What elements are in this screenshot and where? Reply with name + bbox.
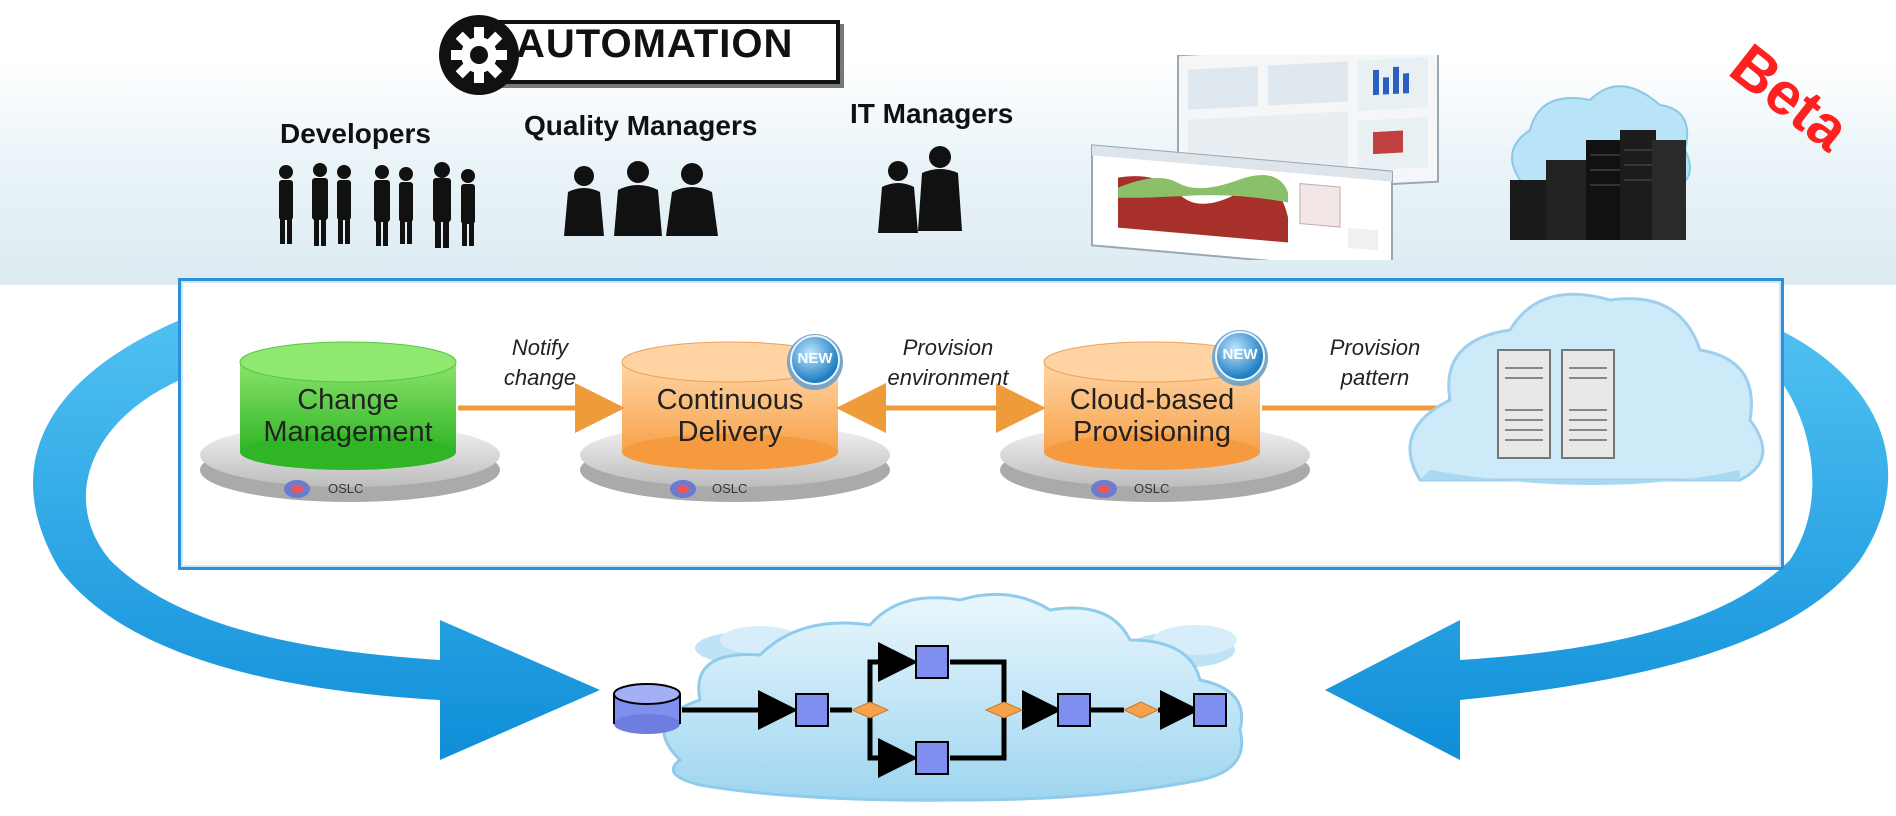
oslc-logo-cloud-provisioning xyxy=(1091,480,1117,498)
cloud-provisioning-cylinder xyxy=(1043,341,1261,470)
developers-silhouettes xyxy=(279,162,475,248)
provision-pattern-label-line1: Provision xyxy=(1329,335,1421,360)
continuous-delivery-label-line1: Continuous xyxy=(656,384,804,416)
it-managers-silhouettes xyxy=(878,146,962,233)
role-quality-managers: Quality Managers xyxy=(524,110,758,141)
new-badge-continuous-delivery xyxy=(787,334,843,390)
workflow-decision-diamond xyxy=(1122,701,1160,719)
change-management-label-line2: Management xyxy=(263,416,433,448)
change-management-label: Change Management xyxy=(240,384,456,448)
oslc-label-2: OSLC xyxy=(712,481,748,496)
new-badge-cloud-provisioning xyxy=(1212,330,1268,386)
oslc-label-3: OSLC xyxy=(1134,481,1170,496)
change-management-cylinder xyxy=(239,341,457,470)
cloud-provisioning-label-line2: Provisioning xyxy=(1073,416,1231,448)
oslc-label-1: OSLC xyxy=(328,481,364,496)
change-management-label-line1: Change xyxy=(297,384,399,416)
oslc-logo-continuous-delivery xyxy=(670,480,696,498)
workflow-split-diamond xyxy=(850,701,890,719)
provision-environment-label-line1: Provision xyxy=(902,335,994,360)
cloud-provisioning-label-line1: Cloud-based xyxy=(1069,384,1235,416)
new-badge-text-2: NEW xyxy=(1222,346,1258,363)
workflow-step-2 xyxy=(915,645,949,679)
workflow-step-1 xyxy=(795,693,829,727)
role-developers: Developers xyxy=(280,118,431,149)
cloud-provisioning-label: Cloud-based Provisioning xyxy=(1044,384,1260,448)
workflow-join-diamond xyxy=(984,701,1024,719)
workflow-step-5 xyxy=(1193,693,1227,727)
notify-change-label-line1: Notify xyxy=(511,335,569,360)
left-loop-arrow xyxy=(33,320,600,760)
provision-pattern-label: Provision pattern xyxy=(1310,333,1440,393)
continuous-delivery-label: Continuous Delivery xyxy=(622,384,838,448)
notify-change-label: Notify change xyxy=(480,333,600,393)
server-rack-icon xyxy=(1510,85,1691,240)
workflow-step-4 xyxy=(1057,693,1091,727)
provision-environment-label: Provision environment xyxy=(868,333,1028,393)
server-tower-icon xyxy=(1497,349,1615,459)
notify-change-label-line2: change xyxy=(503,365,577,390)
dashboard-screenshot xyxy=(1091,55,1439,260)
quality-managers-silhouettes xyxy=(564,161,718,236)
role-it-managers: IT Managers xyxy=(850,98,1014,129)
workflow-step-3 xyxy=(915,741,949,775)
database-icon xyxy=(613,683,681,734)
gear-icon xyxy=(439,15,519,95)
continuous-delivery-label-line2: Delivery xyxy=(677,416,783,448)
provision-pattern-label-line2: pattern xyxy=(1340,365,1410,390)
right-loop-arrow xyxy=(1325,330,1889,760)
automation-box xyxy=(492,20,840,84)
provision-environment-label-line2: environment xyxy=(887,365,1009,390)
automation-title: AUTOMATION xyxy=(516,22,794,66)
oslc-logo-change-management xyxy=(284,480,310,498)
continuous-delivery-cylinder xyxy=(621,341,839,470)
new-badge-text-1: NEW xyxy=(797,350,833,367)
